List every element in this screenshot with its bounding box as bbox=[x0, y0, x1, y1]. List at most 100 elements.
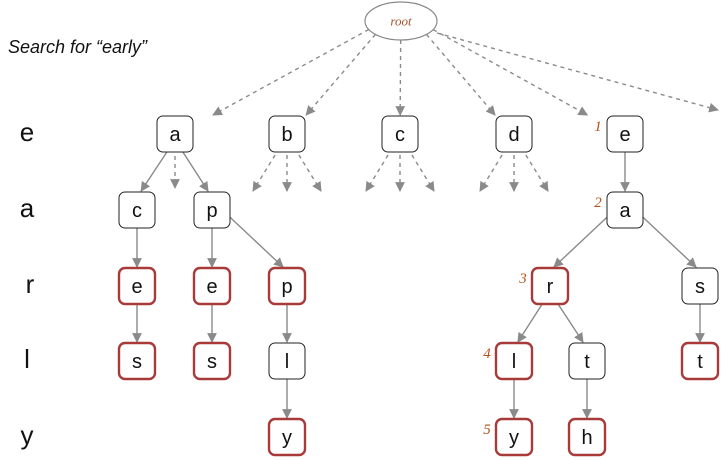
node-letter: e bbox=[206, 276, 217, 298]
row-letters: e a r l y bbox=[20, 117, 35, 450]
edge-ear-earl bbox=[517, 303, 543, 343]
trie-node-aces: s bbox=[117, 341, 157, 381]
terminal-node-box bbox=[530, 266, 570, 306]
edge-ea-ear bbox=[553, 216, 608, 268]
terminal-node-box bbox=[117, 266, 157, 306]
terminal-node-box bbox=[192, 341, 232, 381]
search-step-number: 5 bbox=[483, 422, 491, 438]
row-letter: a bbox=[20, 193, 35, 223]
node-box bbox=[606, 191, 644, 229]
node-letter: r bbox=[547, 276, 554, 298]
node-letter: s bbox=[695, 276, 705, 298]
node-letter: t bbox=[584, 351, 590, 373]
trie-node-c1: c bbox=[381, 115, 419, 153]
terminal-node-box bbox=[117, 341, 157, 381]
unexplored-branch bbox=[479, 154, 503, 192]
trie-node-a1: a bbox=[156, 115, 194, 153]
edge-root-more bbox=[436, 32, 719, 113]
node-letter: s bbox=[132, 351, 142, 373]
edge-a1-ac bbox=[140, 151, 168, 192]
edge-ear-eart bbox=[557, 303, 584, 343]
node-box bbox=[568, 342, 606, 380]
node-letter: a bbox=[619, 200, 631, 222]
root-node: root bbox=[364, 1, 438, 41]
trie-node-e1: e1 bbox=[594, 115, 644, 153]
trie-node-earth: h bbox=[567, 417, 607, 457]
trie-node-app: p bbox=[267, 266, 307, 306]
node-letter: t bbox=[697, 351, 703, 373]
node-box bbox=[156, 115, 194, 153]
trie-node-earl: l4 bbox=[483, 341, 534, 381]
edge-root-e1 bbox=[432, 28, 589, 116]
edge-a1-ap bbox=[182, 151, 209, 192]
node-letter: b bbox=[281, 124, 292, 146]
trie-node-ap: p bbox=[193, 191, 231, 229]
node-letter: l bbox=[512, 351, 516, 373]
terminal-node-box bbox=[267, 266, 307, 306]
node-letter: y bbox=[509, 427, 519, 449]
search-step-number: 1 bbox=[594, 119, 602, 135]
terminal-node-box bbox=[494, 341, 534, 381]
trie-node-b1: b bbox=[268, 115, 306, 153]
trie-node-d1: d bbox=[495, 115, 533, 153]
terminal-node-box bbox=[567, 417, 607, 457]
terminal-node-box bbox=[494, 417, 534, 457]
trie-node-east: t bbox=[680, 341, 720, 381]
terminal-node-box bbox=[680, 341, 720, 381]
trie-node-appl: l bbox=[268, 342, 306, 380]
edge-ea-eas bbox=[642, 216, 697, 268]
search-step-number: 3 bbox=[518, 271, 527, 287]
trie-node-ear: r3 bbox=[518, 266, 570, 306]
node-box bbox=[606, 115, 644, 153]
node-letter: e bbox=[619, 124, 630, 146]
edge-ap-app bbox=[229, 216, 284, 268]
trie-node-apply: y bbox=[267, 417, 307, 457]
trie-node-apes: s bbox=[192, 341, 232, 381]
edge-root-b1 bbox=[305, 33, 376, 116]
node-letter: c bbox=[395, 124, 405, 146]
node-letter: l bbox=[285, 351, 289, 373]
unexplored-branch bbox=[298, 154, 322, 192]
node-box bbox=[495, 115, 533, 153]
trie-node-early: y5 bbox=[483, 417, 534, 457]
trie-node-eart: t bbox=[568, 342, 606, 380]
trie-node-ace: e bbox=[117, 266, 157, 306]
trie-node-ac: c bbox=[118, 191, 156, 229]
node-letter: c bbox=[132, 200, 142, 222]
node-box bbox=[681, 267, 719, 305]
node-box bbox=[381, 115, 419, 153]
node-letter: e bbox=[131, 276, 142, 298]
row-letter: y bbox=[21, 420, 34, 450]
unexplored-branches bbox=[170, 154, 549, 192]
node-box bbox=[268, 342, 306, 380]
search-step-number: 2 bbox=[594, 195, 602, 211]
edge-root-a1 bbox=[212, 28, 370, 116]
diagram-title: Search for “early” bbox=[8, 37, 148, 57]
node-box bbox=[268, 115, 306, 153]
unexplored-branch bbox=[525, 154, 549, 192]
edge-root-c1 bbox=[395, 39, 406, 116]
trie-node-ape: e bbox=[192, 266, 232, 306]
row-letter: r bbox=[26, 269, 35, 299]
node-letter: y bbox=[282, 427, 292, 449]
row-letter: l bbox=[24, 344, 30, 374]
node-letter: p bbox=[281, 276, 292, 298]
edges bbox=[132, 28, 719, 419]
unexplored-branch bbox=[411, 154, 435, 192]
unexplored-branch bbox=[252, 154, 276, 192]
terminal-node-box bbox=[192, 266, 232, 306]
unexplored-branch bbox=[365, 154, 389, 192]
edge-root-d1 bbox=[425, 33, 496, 116]
terminal-node-box bbox=[267, 417, 307, 457]
node-box bbox=[118, 191, 156, 229]
search-step-number: 4 bbox=[483, 346, 491, 362]
node-letter: d bbox=[508, 124, 519, 146]
node-letter: h bbox=[581, 427, 592, 449]
row-letter: e bbox=[20, 117, 34, 147]
root-ellipse bbox=[364, 1, 438, 41]
trie-node-eas: s bbox=[681, 267, 719, 305]
trie-node-ea: a2 bbox=[594, 191, 644, 229]
node-box bbox=[193, 191, 231, 229]
